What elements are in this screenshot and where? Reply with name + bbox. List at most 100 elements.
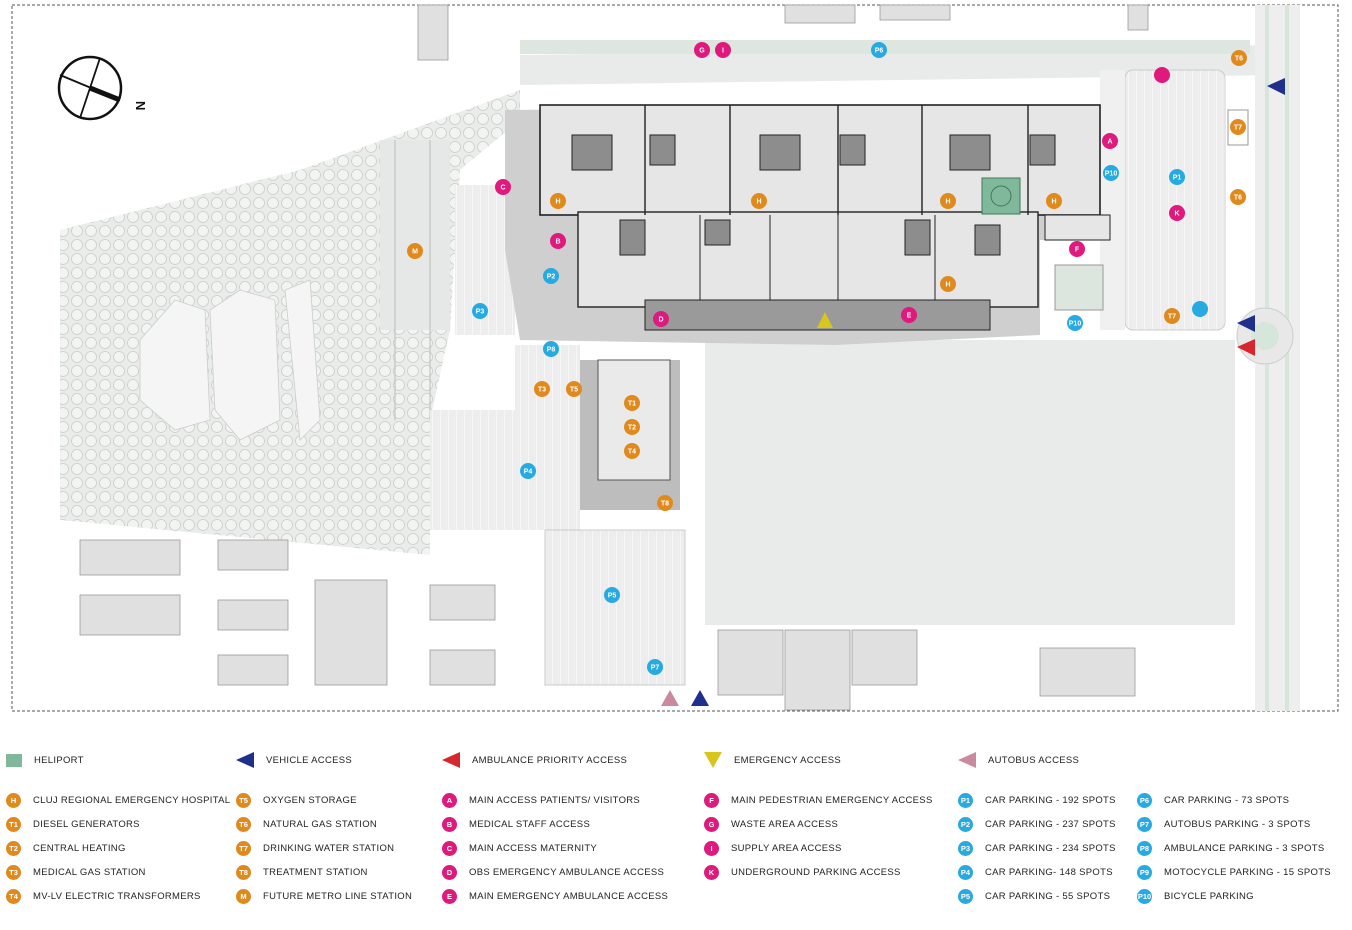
map-marker-g: G [694, 42, 710, 58]
map-marker-t7: T7 [1164, 308, 1180, 324]
vehicle-access-marker-1 [1267, 78, 1285, 95]
legend-badge: T1 [6, 816, 21, 832]
map-marker-e: E [901, 307, 917, 323]
map-marker-h: H [940, 193, 956, 209]
autobus-access-marker [661, 690, 679, 706]
legend-heliport-label: HELIPORT [34, 754, 84, 766]
legend-label: CAR PARKING - 234 SPOTS [985, 842, 1116, 854]
legend-badge: F [704, 792, 719, 808]
map-marker-t5: T5 [566, 381, 582, 397]
map-marker-circle [624, 419, 640, 435]
legend-ambulance-access-label: AMBULANCE PRIORITY ACCESS [472, 754, 628, 766]
map-marker-circle [472, 303, 488, 319]
map-marker-circle [1230, 189, 1246, 205]
legend-label: OXYGEN STORAGE [263, 794, 357, 806]
legend-badge: K [704, 864, 719, 880]
north-label: N [133, 101, 148, 110]
legend-badge: P8 [1137, 840, 1152, 856]
map-marker-circle [1230, 119, 1246, 135]
emergency-access-icon [704, 752, 722, 768]
map-marker-label: T7 [1168, 314, 1176, 321]
legend-label: UNDERGROUND PARKING ACCESS [731, 866, 901, 878]
map-marker-circle [543, 341, 559, 357]
map-marker-circle [940, 276, 956, 292]
legend-badge: P1 [958, 792, 973, 808]
map-marker-p8: P8 [543, 341, 559, 357]
vehicle-access-icon [236, 752, 254, 768]
map-marker-label: P10 [1105, 171, 1118, 178]
legend-label: BICYCLE PARKING [1164, 890, 1254, 902]
map-marker-label: P1 [1173, 175, 1182, 182]
north-compass: N [57, 55, 148, 121]
legend-label: MOTOCYCLE PARKING - 15 SPOTS [1164, 866, 1331, 878]
legend-item-p5: P5 CAR PARKING - 55 SPOTS [958, 888, 1111, 904]
legend-autobus-access-label: AUTOBUS ACCESS [988, 754, 1080, 766]
map-marker-t3: T3 [534, 381, 550, 397]
map-marker-label: H [945, 282, 950, 289]
map-marker-circle [1103, 165, 1119, 181]
map-marker-label: P5 [608, 593, 617, 600]
legend-emergency-access-label: EMERGENCY ACCESS [734, 754, 842, 766]
map-marker-label: T3 [538, 387, 546, 394]
map-marker-label: H [756, 199, 761, 206]
legend-item-f: F MAIN PEDESTRIAN EMERGENCY ACCESS [704, 792, 933, 808]
legend-badge: P5 [958, 888, 973, 904]
map-marker-circle [407, 243, 423, 259]
legend-item-p8: P8 AMBULANCE PARKING - 3 SPOTS [1137, 840, 1325, 856]
heliport-icon [6, 753, 22, 767]
map-marker-p3: P3 [472, 303, 488, 319]
emergency-access-marker [817, 312, 833, 328]
vacant-plot [705, 340, 1235, 625]
legend-item-p10: P10 BICYCLE PARKING [1137, 888, 1254, 904]
map-marker-label: T6 [1235, 56, 1243, 63]
legend-label: OBS EMERGENCY AMBULANCE ACCESS [469, 866, 665, 878]
map-marker-circle [715, 42, 731, 58]
legend-badge: M [236, 888, 251, 904]
map-marker-h: H [751, 193, 767, 209]
legend-label: MEDICAL STAFF ACCESS [469, 818, 591, 830]
legend-item-k: K UNDERGROUND PARKING ACCESS [704, 864, 901, 880]
map-marker-label: E [907, 313, 912, 320]
legend-badge: P2 [958, 816, 973, 832]
map-marker-h: H [940, 276, 956, 292]
map-marker-h: H [1046, 193, 1062, 209]
map-marker-c: C [495, 179, 511, 195]
map-marker-label: T4 [628, 449, 636, 456]
map-marker-t6: T6 [1230, 189, 1246, 205]
legend-badge: D [442, 864, 457, 880]
legend-label: MAIN PEDESTRIAN EMERGENCY ACCESS [731, 794, 933, 806]
legend-item-b: B MEDICAL STAFF ACCESS [442, 816, 591, 832]
legend-label: TREATMENT STATION [263, 866, 368, 878]
map-marker-circle [520, 463, 536, 479]
heliport-pad [981, 177, 1021, 215]
map-marker-label: P3 [476, 309, 485, 316]
legend-badge: B [442, 816, 457, 832]
map-marker-k: K [1169, 205, 1185, 221]
legend-badge: H [6, 792, 21, 808]
legend-badge: T6 [236, 816, 251, 832]
map-marker-circle [1169, 205, 1185, 221]
legend-label: CAR PARKING - 55 SPOTS [985, 890, 1111, 902]
legend-ambulance-access: AMBULANCE PRIORITY ACCESS [442, 752, 628, 768]
legend-label: DIESEL GENERATORS [33, 818, 140, 830]
map-marker-label: P8 [547, 347, 556, 354]
map-marker-p5: P5 [604, 587, 620, 603]
legend-label: AMBULANCE PARKING - 3 SPOTS [1164, 842, 1325, 854]
legend-label: CAR PARKING - 192 SPOTS [985, 794, 1116, 806]
legend-label: CAR PARKING - 237 SPOTS [985, 818, 1116, 830]
map-marker-p1: P1 [1169, 169, 1185, 185]
legend-badge: P10 [1137, 888, 1152, 904]
legend-badge: G [704, 816, 719, 832]
map-marker-a: A [1102, 133, 1118, 149]
vehicle-access-marker-3 [691, 690, 709, 706]
